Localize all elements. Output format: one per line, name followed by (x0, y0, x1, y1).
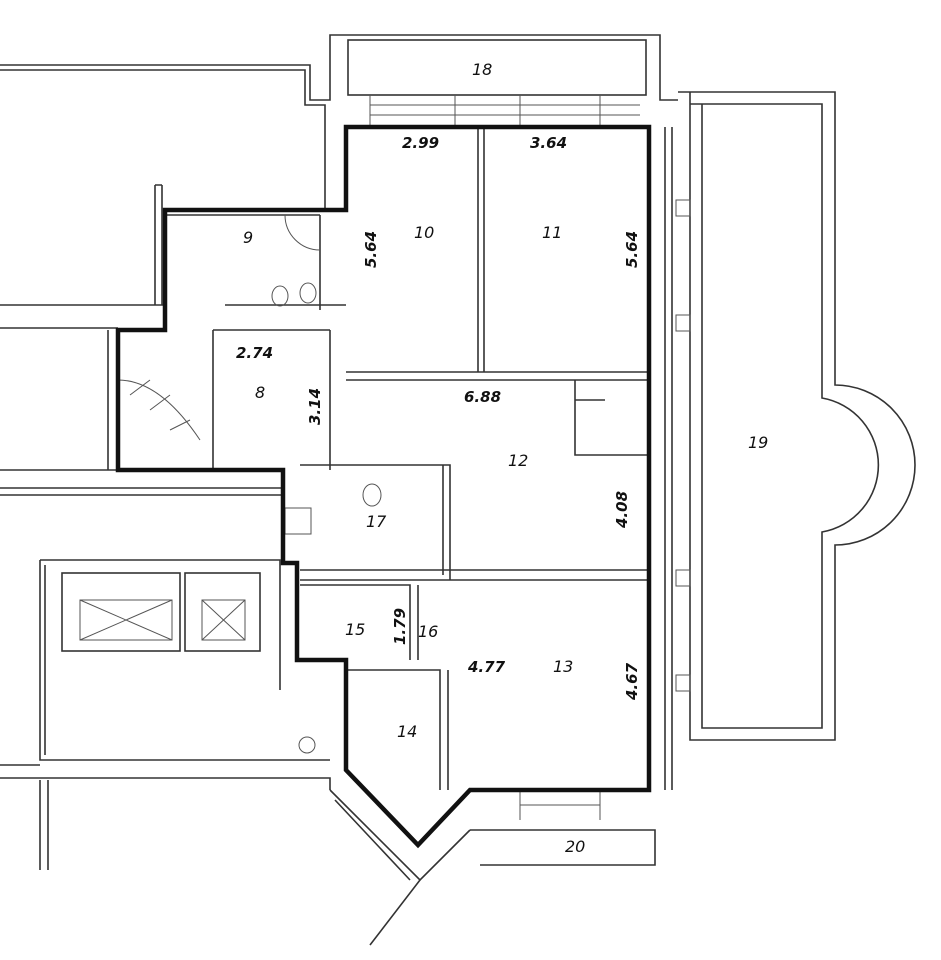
room-label-19: 19 (748, 433, 768, 452)
dim-label: 5.64 (623, 231, 641, 268)
room-18-balcony (347, 39, 647, 125)
room-label-18: 18 (472, 60, 492, 79)
room-label-16: 16 (418, 622, 438, 641)
room-label-12: 12 (508, 451, 528, 470)
room-19-terrace (675, 91, 916, 741)
room-label-10: 10 (414, 223, 434, 242)
interior-walls (117, 127, 649, 790)
room-label-20: 20 (565, 837, 585, 856)
room-label-11: 11 (542, 223, 562, 242)
dim-label: 5.64 (362, 231, 380, 268)
dim-label: 6.88 (464, 388, 501, 406)
room-label-8: 8 (255, 383, 265, 402)
dim-label: 1.79 (391, 608, 409, 645)
exterior-walls (0, 34, 678, 946)
room-label-13: 13 (553, 657, 573, 676)
room-label-15: 15 (345, 620, 365, 639)
dim-label: 3.64 (530, 134, 567, 152)
dim-label: 2.74 (236, 344, 273, 362)
dim-label: 2.99 (402, 134, 439, 152)
room-label-14: 14 (397, 722, 417, 741)
dim-label: 4.08 (613, 491, 631, 529)
dim-label: 3.14 (306, 388, 324, 425)
room-20-balcony (519, 790, 601, 820)
room-label-9: 9 (243, 228, 253, 247)
elevator-shafts (61, 572, 261, 652)
dim-label: 4.67 (623, 662, 641, 701)
apartment-outline (115, 124, 652, 849)
room-label-17: 17 (366, 512, 387, 531)
dim-label: 4.77 (467, 658, 506, 676)
